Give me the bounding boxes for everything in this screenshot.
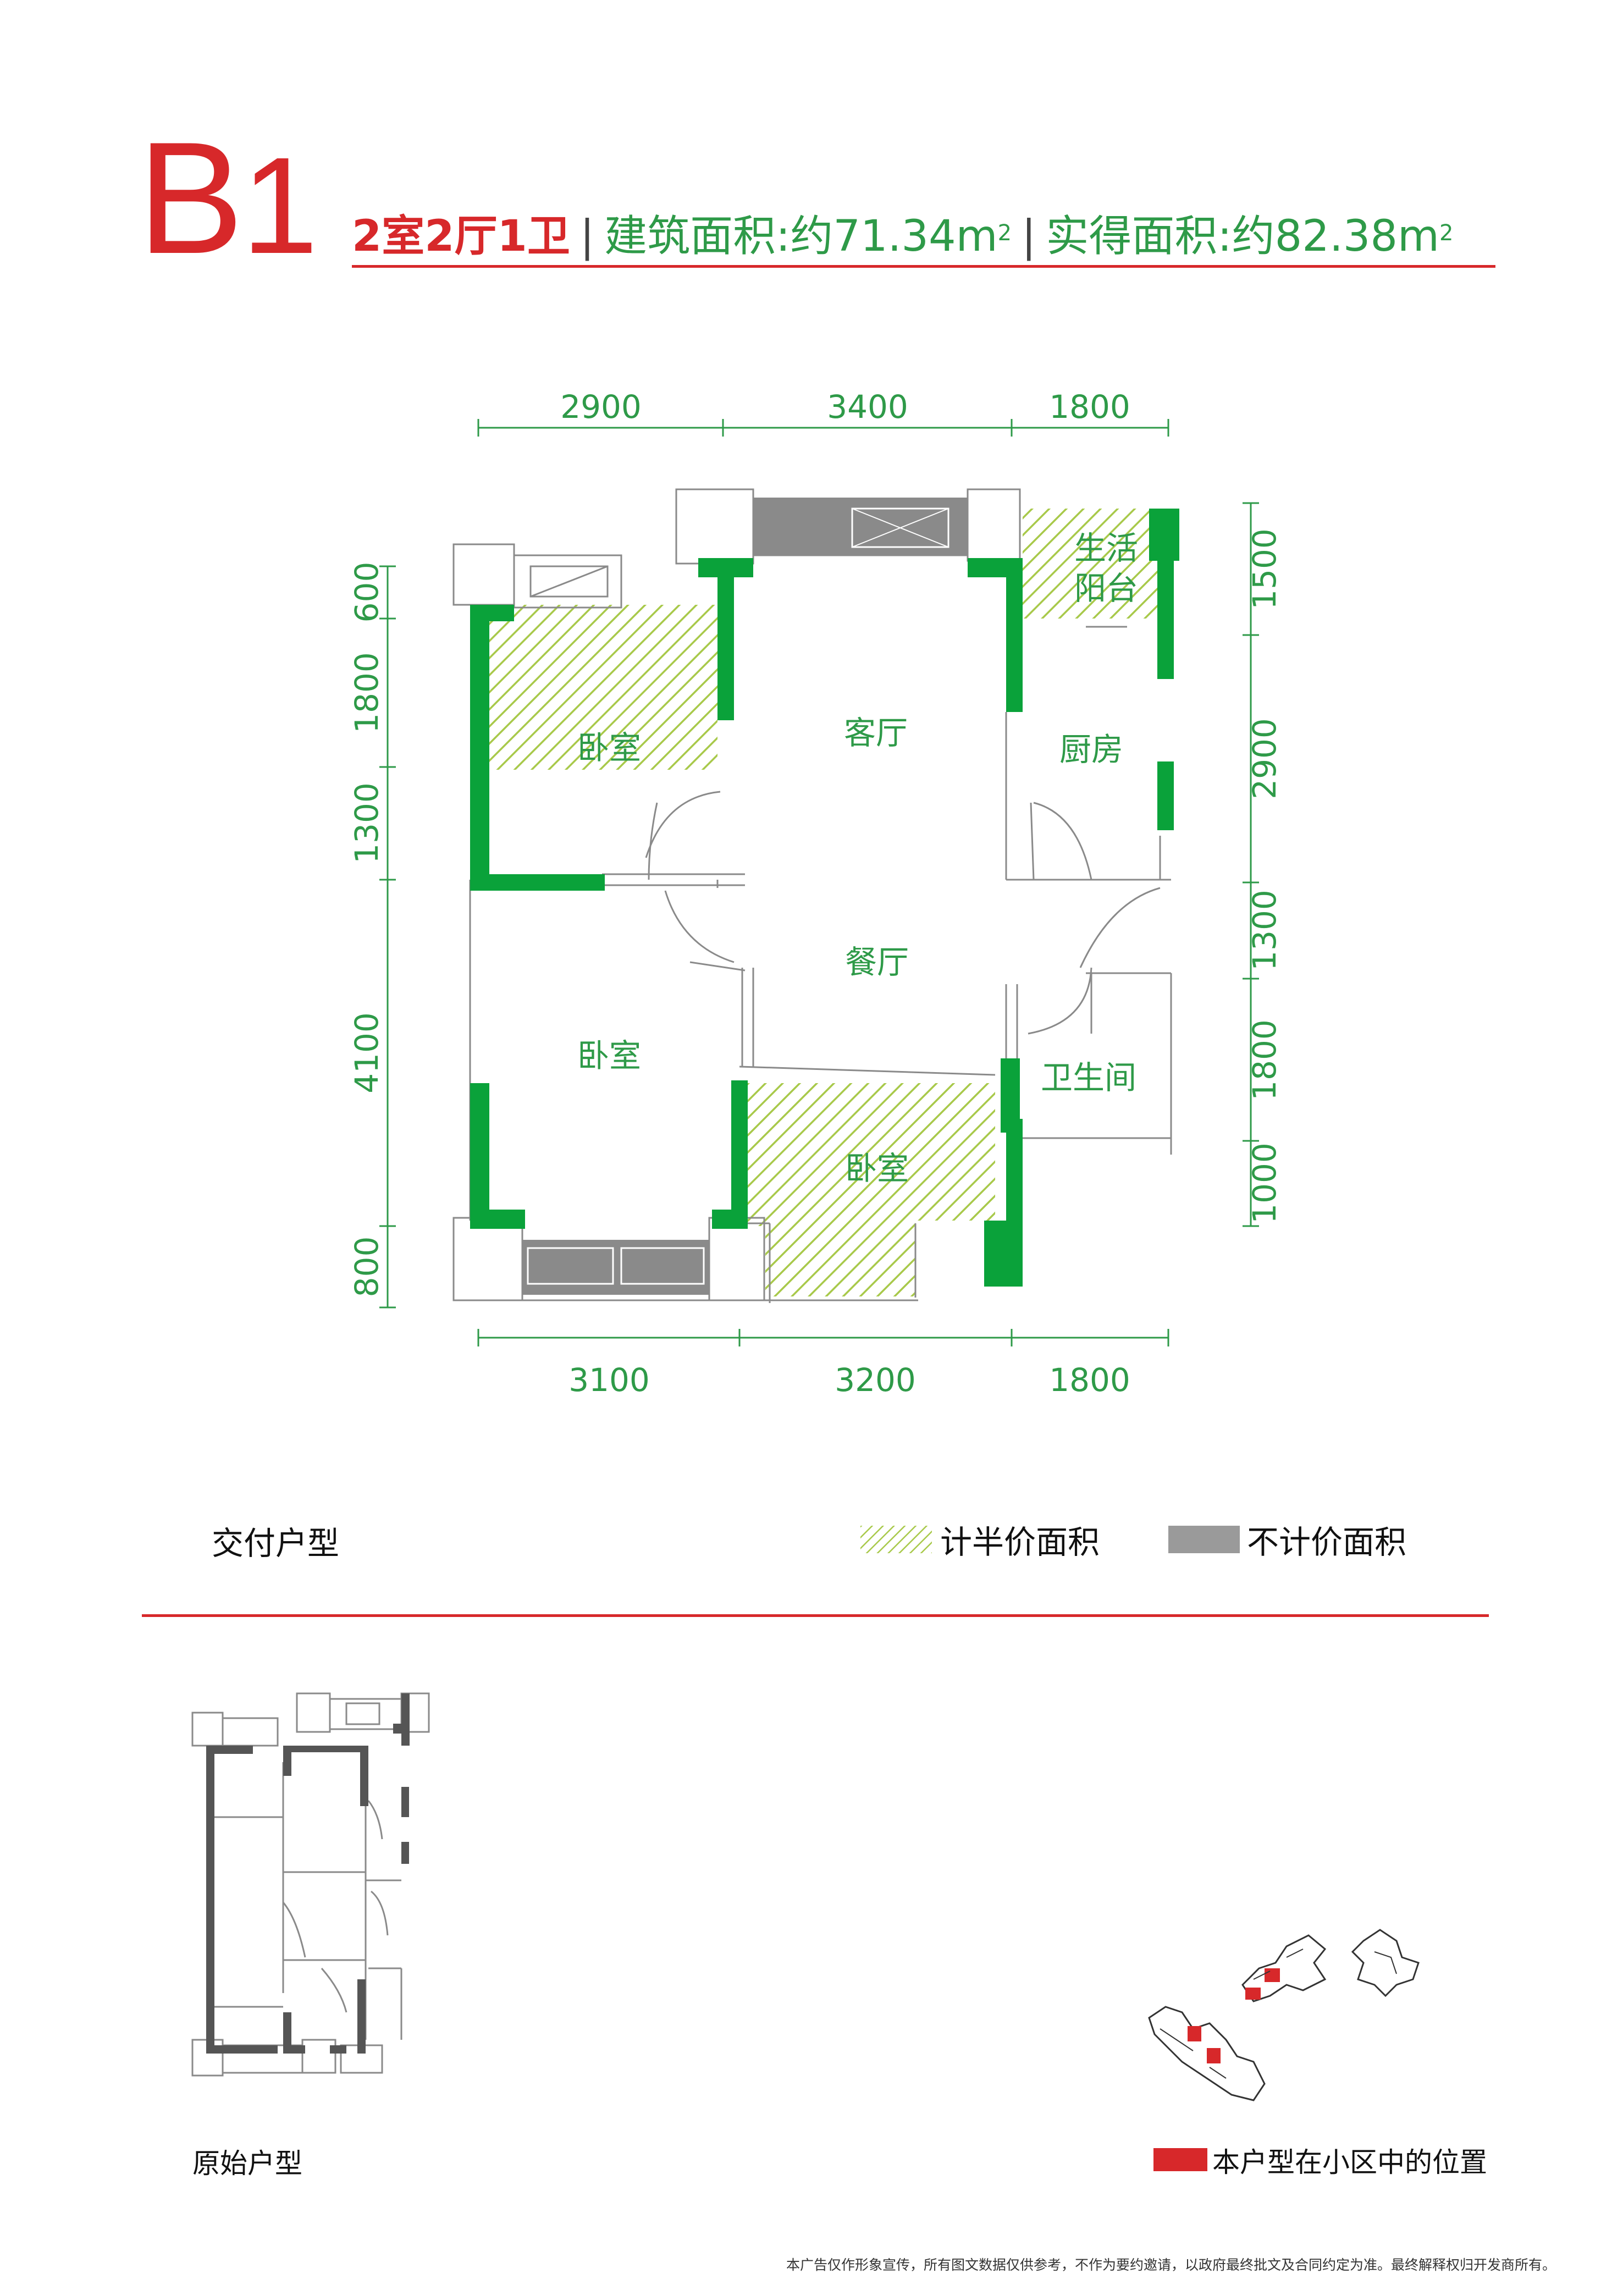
dimension-bottom bbox=[477, 1329, 1169, 1346]
half-area-balcony bbox=[1023, 509, 1157, 619]
site-position-map bbox=[1148, 1929, 1420, 2101]
legend-half-label: 计半价面积 bbox=[940, 1524, 1100, 1561]
thin-walls bbox=[452, 488, 1172, 1303]
position-legend-swatch bbox=[1153, 2148, 1207, 2171]
legend-excluded-swatch bbox=[1168, 1526, 1240, 1553]
position-legend-label: 本户型在小区中的位置 bbox=[1212, 2146, 1487, 2178]
dim-top-1: 2900 bbox=[560, 388, 642, 426]
header-summary: 2室2厅1卫|建筑面积:约71.34m2|实得面积:约82.38m2 bbox=[352, 212, 1453, 261]
dim-top-3: 1800 bbox=[1049, 388, 1130, 426]
dim-bottom-3: 1800 bbox=[1049, 1361, 1130, 1399]
unit-number: 1 bbox=[241, 129, 318, 282]
dim-left-1: 600 bbox=[348, 562, 385, 623]
dim-bottom-2: 3200 bbox=[835, 1361, 916, 1399]
actual-area-unit-sup: 2 bbox=[1439, 220, 1454, 246]
window-box-top bbox=[851, 507, 949, 548]
dimension-top bbox=[477, 419, 1169, 437]
legend-half-swatch bbox=[860, 1526, 932, 1553]
room-label-bedroom-left: 卧室 bbox=[577, 1037, 641, 1074]
disclaimer-text: 本广告仅作形象宣传，所有图文数据仅供参考，不作为要约邀请，以政府最终批文及合同约… bbox=[786, 2257, 1556, 2273]
room-label-dining-room: 餐厅 bbox=[845, 943, 909, 981]
dim-bottom-1: 3100 bbox=[568, 1361, 650, 1399]
dim-left-2: 1800 bbox=[348, 652, 385, 733]
section-divider bbox=[142, 1614, 1489, 1617]
dim-left-3: 1300 bbox=[348, 782, 385, 864]
room-label-balcony-line2: 阳台 bbox=[1074, 570, 1138, 607]
building-area-unit-sup: 2 bbox=[997, 220, 1012, 246]
room-label-balcony-line1: 生活 bbox=[1074, 529, 1138, 567]
half-area-bedroom-top bbox=[470, 605, 717, 770]
unit-letter: B bbox=[137, 109, 244, 287]
actual-area: 实得面积:约82.38m bbox=[1046, 212, 1439, 261]
header-rule bbox=[352, 265, 1495, 268]
dim-right-1: 1500 bbox=[1246, 528, 1283, 610]
dim-right-2: 2900 bbox=[1246, 718, 1283, 799]
original-floor-plan bbox=[191, 1692, 430, 2077]
dim-right-5: 1000 bbox=[1246, 1143, 1283, 1224]
building-area: 建筑面积:约71.34m bbox=[604, 212, 998, 261]
original-plan-label: 原始户型 bbox=[192, 2148, 302, 2179]
structural-walls bbox=[470, 509, 1179, 1287]
dim-left-5: 800 bbox=[348, 1237, 385, 1298]
dimension-left bbox=[379, 565, 396, 1309]
delivered-floor-plan: 2900 3400 1800 3100 3200 1800 600 1800 1… bbox=[348, 388, 1283, 1399]
dim-right-4: 1800 bbox=[1246, 1019, 1283, 1101]
dimension-right bbox=[1243, 502, 1259, 1227]
excluded-area-top bbox=[753, 498, 968, 555]
separator: | bbox=[1022, 212, 1036, 261]
legend-excluded-label: 不计价面积 bbox=[1247, 1524, 1407, 1561]
room-label-bathroom: 卫生间 bbox=[1041, 1059, 1136, 1096]
excluded-area-bottom bbox=[522, 1240, 709, 1295]
unit-code: B1 bbox=[137, 118, 318, 285]
delivered-plan-label: 交付户型 bbox=[212, 1525, 340, 1562]
half-area-bedroom-bottom bbox=[742, 1083, 995, 1296]
separator: | bbox=[579, 212, 595, 261]
dim-right-3: 1300 bbox=[1246, 890, 1283, 971]
room-label-bedroom-top: 卧室 bbox=[577, 729, 641, 766]
dim-top-2: 3400 bbox=[827, 388, 908, 426]
room-label-bedroom-bottom: 卧室 bbox=[845, 1150, 909, 1187]
room-label-living-room: 客厅 bbox=[844, 714, 908, 752]
layout-type: 2室2厅1卫 bbox=[352, 212, 570, 261]
dim-left-4: 4100 bbox=[348, 1012, 385, 1094]
room-label-kitchen: 厨房 bbox=[1059, 731, 1123, 768]
